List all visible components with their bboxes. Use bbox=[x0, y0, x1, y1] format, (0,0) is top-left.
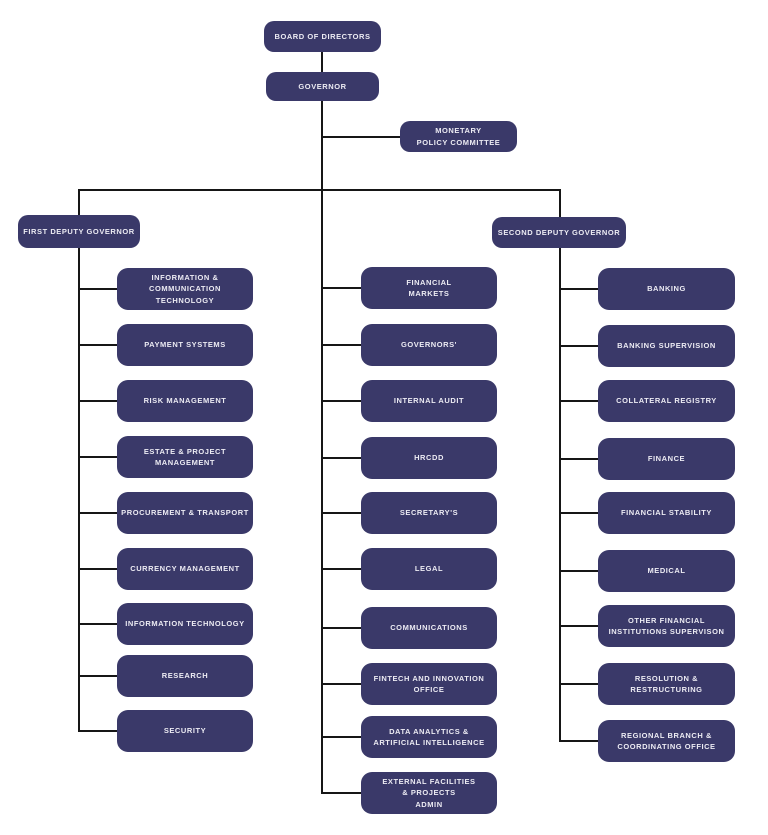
connector-line-hrcdd bbox=[321, 457, 361, 459]
org-node-governor: GOVERNOR bbox=[266, 72, 379, 101]
connector-line-other-financial-institutions-supervision bbox=[559, 625, 598, 627]
org-node-external-facilities-projects-admin: EXTERNAL FACILITIES & PROJECTS ADMIN bbox=[361, 772, 497, 814]
connector-line-security bbox=[78, 730, 117, 732]
org-node-communications: COMMUNICATIONS bbox=[361, 607, 497, 649]
connector-line-resolution-restructuring bbox=[559, 683, 598, 685]
org-node-estate-project-management: ESTATE & PROJECT MANAGEMENT bbox=[117, 436, 253, 478]
connector-line-research bbox=[78, 675, 117, 677]
second-deputy-trunk-line bbox=[559, 189, 561, 742]
first-deputy-trunk-line bbox=[78, 189, 80, 732]
connector-line-data-analytics-ai bbox=[321, 736, 361, 738]
connector-line-collateral-registry bbox=[559, 400, 598, 402]
connector-line-estate-project-management bbox=[78, 456, 117, 458]
connector-line-procurement-transport bbox=[78, 512, 117, 514]
org-node-legal: LEGAL bbox=[361, 548, 497, 590]
org-node-information-technology: INFORMATION TECHNOLOGY bbox=[117, 603, 253, 645]
org-node-security: SECURITY bbox=[117, 710, 253, 752]
connector-line-external-facilities-projects-admin bbox=[321, 792, 361, 794]
org-node-board-of-directors: BOARD OF DIRECTORS bbox=[264, 21, 381, 52]
org-node-research: RESEARCH bbox=[117, 655, 253, 697]
org-node-fintech-innovation-office: FINTECH AND INNOVATION OFFICE bbox=[361, 663, 497, 705]
org-node-financial-stability: FINANCIAL STABILITY bbox=[598, 492, 735, 534]
governor-trunk-line bbox=[321, 101, 323, 794]
org-node-banking: BANKING bbox=[598, 268, 735, 310]
org-node-internal-audit: INTERNAL AUDIT bbox=[361, 380, 497, 422]
connector-line-legal bbox=[321, 568, 361, 570]
connector-line-information-technology bbox=[78, 623, 117, 625]
connector-line-regional-branch-coordinating-office bbox=[559, 740, 598, 742]
org-node-other-financial-institutions-supervision: OTHER FINANCIAL INSTITUTIONS SUPERVISON bbox=[598, 605, 735, 647]
deputies-spread-line bbox=[78, 189, 561, 191]
connector-line-banking-supervision bbox=[559, 345, 598, 347]
org-node-data-analytics-ai: DATA ANALYTICS & ARTIFICIAL INTELLIGENCE bbox=[361, 716, 497, 758]
org-node-medical: MEDICAL bbox=[598, 550, 735, 592]
org-node-regional-branch-coordinating-office: REGIONAL BRANCH & COORDINATING OFFICE bbox=[598, 720, 735, 762]
connector-line-payment-systems bbox=[78, 344, 117, 346]
org-node-procurement-transport: PROCUREMENT & TRANSPORT bbox=[117, 492, 253, 534]
connector-line-financial-stability bbox=[559, 512, 598, 514]
connector-line-medical bbox=[559, 570, 598, 572]
connector-line-information-communication-technology bbox=[78, 288, 117, 290]
connector-line-banking bbox=[559, 288, 598, 290]
org-node-banking-supervision: BANKING SUPERVISION bbox=[598, 325, 735, 367]
org-node-collateral-registry: COLLATERAL REGISTRY bbox=[598, 380, 735, 422]
org-node-hrcdd: HRCDD bbox=[361, 437, 497, 479]
org-node-risk-management: RISK MANAGEMENT bbox=[117, 380, 253, 422]
org-node-governors: GOVERNORS' bbox=[361, 324, 497, 366]
connector-line-financial-markets bbox=[321, 287, 361, 289]
org-node-information-communication-technology: INFORMATION & COMMUNICATION TECHNOLOGY bbox=[117, 268, 253, 310]
org-node-monetary-policy-committee: MONETARY POLICY COMMITTEE bbox=[400, 121, 517, 152]
connector-line-finance bbox=[559, 458, 598, 460]
connector-line-fintech-innovation-office bbox=[321, 683, 361, 685]
org-node-financial-markets: FINANCIAL MARKETS bbox=[361, 267, 497, 309]
org-node-resolution-restructuring: RESOLUTION & RESTRUCTURING bbox=[598, 663, 735, 705]
connector-line-currency-management bbox=[78, 568, 117, 570]
connector-line-internal-audit bbox=[321, 400, 361, 402]
connector-line-risk-management bbox=[78, 400, 117, 402]
org-node-finance: FINANCE bbox=[598, 438, 735, 480]
org-node-first-deputy-governor: FIRST DEPUTY GOVERNOR bbox=[18, 215, 140, 248]
board-governor-line bbox=[321, 52, 323, 72]
org-node-second-deputy-governor: SECOND DEPUTY GOVERNOR bbox=[492, 217, 626, 248]
connector-line-communications bbox=[321, 627, 361, 629]
connector-line-secretarys bbox=[321, 512, 361, 514]
org-node-payment-systems: PAYMENT SYSTEMS bbox=[117, 324, 253, 366]
connector-line-governors bbox=[321, 344, 361, 346]
mpc-branch-line bbox=[322, 136, 401, 138]
org-node-secretarys: SECRETARY'S bbox=[361, 492, 497, 534]
org-node-currency-management: CURRENCY MANAGEMENT bbox=[117, 548, 253, 590]
